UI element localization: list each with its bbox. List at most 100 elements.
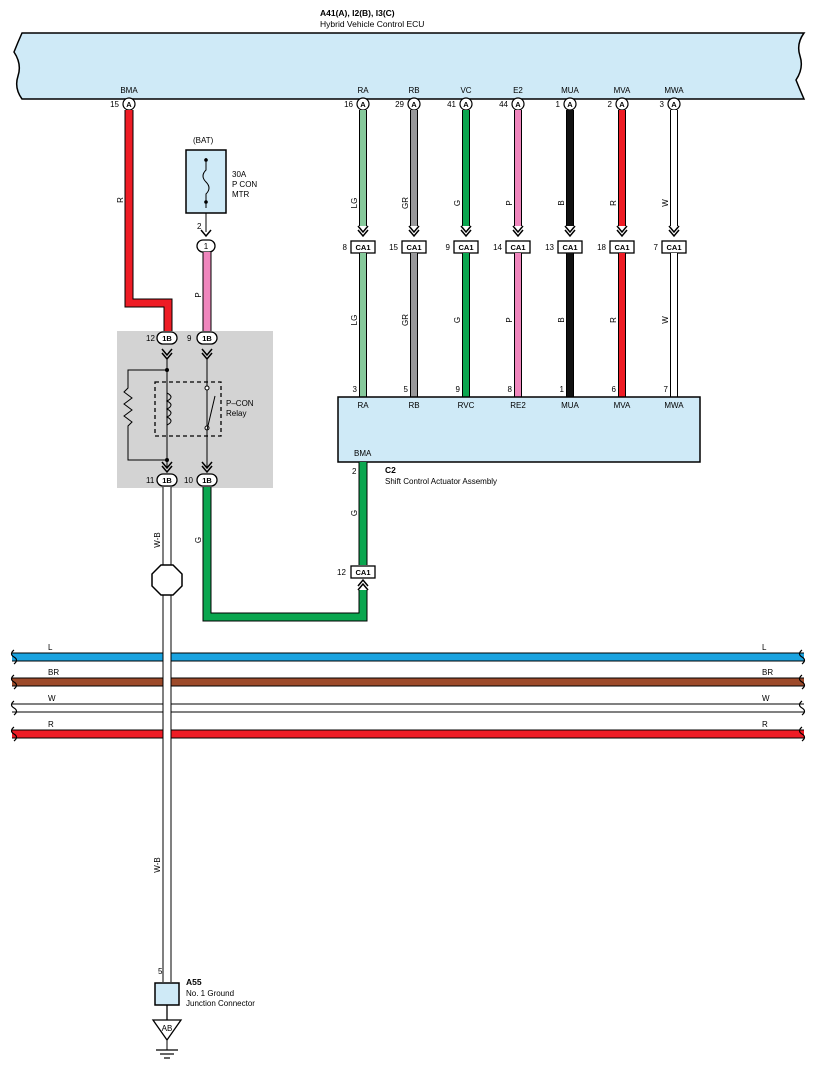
bus-wire-code-left: W (48, 694, 56, 703)
svg-text:A: A (515, 100, 521, 109)
relay-top-left-connector (156, 331, 178, 345)
svg-text:1B: 1B (202, 334, 212, 343)
bus-wire-code-right: L (762, 643, 767, 652)
ecu-pin-label: MVA (614, 86, 631, 95)
relay-pin-10: 10 (184, 476, 193, 485)
relay-pin-11: 11 (146, 476, 155, 485)
ground-junction-box (154, 982, 180, 1006)
ground-name-line1: No. 1 Ground (186, 989, 234, 998)
ground-name-line2: Junction Connector (186, 999, 255, 1008)
actuator-terminal-mwa: MWA (664, 401, 684, 410)
actuator-box (337, 396, 701, 463)
actuator-terminal-pin: 1 (560, 385, 565, 394)
actuator-terminal-pin: 3 (353, 385, 358, 394)
fuse-rating: 30A (232, 170, 247, 179)
fuse-output-wire: P (194, 252, 212, 332)
ecu-pin-number: 29 (395, 100, 404, 109)
wire-code-lower: P (505, 317, 514, 322)
relay-pin-9: 9 (187, 334, 192, 343)
ecu-connectors-label: A41(A), I2(B), I3(C) (320, 8, 395, 18)
svg-text:CA1: CA1 (458, 243, 473, 252)
relay-top-right-connector (196, 331, 218, 345)
fuse-output-wire-code: P (194, 292, 203, 297)
ca1-pin-number: 9 (446, 243, 451, 252)
svg-text:CA1: CA1 (666, 243, 681, 252)
actuator-bma-label: BMA (354, 449, 372, 458)
wire-code-upper: P (505, 200, 514, 205)
ecu-pin-label: BMA (120, 86, 138, 95)
relay-block: 1B 1B 12 9 P–CON Relay 1B 1B 11 10 (117, 331, 273, 488)
svg-text:1B: 1B (162, 334, 172, 343)
svg-text:A: A (126, 100, 132, 109)
relay-name-line1: P–CON (226, 399, 254, 408)
svg-text:CA1: CA1 (562, 243, 577, 252)
wire-code-lower: G (453, 317, 462, 323)
actuator-terminal-pin: 7 (664, 385, 669, 394)
ground-point-label: AB (162, 1024, 173, 1033)
bus-wire-code-right: R (762, 720, 768, 729)
actuator-bma-wire-code: G (350, 510, 359, 516)
wire-code-upper: R (609, 200, 618, 206)
ecu-pin-number: 2 (608, 100, 613, 109)
ground-id: A55 (186, 977, 202, 987)
actuator-terminal-pin: 9 (456, 385, 461, 394)
wire-code-upper: GR (401, 197, 410, 209)
ca1-pin-number: 13 (545, 243, 554, 252)
ecu-pin-label: E2 (513, 86, 523, 95)
fuse-source-label: (BAT) (193, 136, 214, 145)
relay-switch-icon (206, 395, 216, 431)
bus-wire-code-left: BR (48, 668, 59, 677)
signal-wire-group: LGCA18LG3GRCA115GR5GCA19G9PCA114P8BCA113… (343, 110, 687, 397)
fuse-name-line2: MTR (232, 190, 250, 199)
wire-code-lower: GR (401, 314, 410, 326)
svg-text:A: A (360, 100, 366, 109)
svg-text:CA1: CA1 (614, 243, 629, 252)
ground-point-icon (151, 1019, 183, 1042)
relay-resistor-icon (123, 369, 167, 461)
actuator-terminal-vc: RVC (458, 401, 475, 410)
actuator-name: Shift Control Actuator Assembly (385, 477, 497, 486)
svg-text:1B: 1B (162, 476, 172, 485)
bus-wire-code-left: L (48, 643, 53, 652)
svg-text:CA1: CA1 (355, 568, 370, 577)
ecu-pin-label: MWA (664, 86, 684, 95)
fuse-block: (BAT) 30A P CON MTR 2 1 (185, 136, 257, 253)
ecu-pin-number: 16 (344, 100, 353, 109)
wire-code-lower: B (557, 317, 566, 322)
wire-code-lower: LG (350, 315, 359, 326)
actuator-id: C2 (385, 465, 396, 475)
actuator-terminal-rb: RB (408, 401, 419, 410)
ecu-pin-label: MUA (561, 86, 579, 95)
wire-code-lower: W (661, 316, 670, 324)
ground-junction: 5 A55 No. 1 Ground Junction Connector AB (151, 967, 255, 1059)
svg-text:A: A (619, 100, 625, 109)
relay-name-line2: Relay (226, 409, 246, 418)
wire-code-upper: B (557, 200, 566, 205)
ca1-pin-number: 8 (343, 243, 348, 252)
ca1-pin-number: 15 (389, 243, 398, 252)
ecu-pin-number: 41 (447, 100, 456, 109)
actuator-bma-ca1-pin: 12 (337, 568, 346, 577)
relay-box (117, 331, 273, 488)
svg-text:A: A (567, 100, 573, 109)
svg-text:CA1: CA1 (355, 243, 370, 252)
svg-text:A: A (463, 100, 469, 109)
bus-wire-code-left: R (48, 720, 54, 729)
ecu-pin-label: VC (460, 86, 471, 95)
fuse-icon (202, 158, 210, 208)
actuator-terminal-pin: 6 (612, 385, 617, 394)
splice-octagon-icon (151, 564, 183, 596)
wire-code-upper: W (661, 199, 670, 207)
